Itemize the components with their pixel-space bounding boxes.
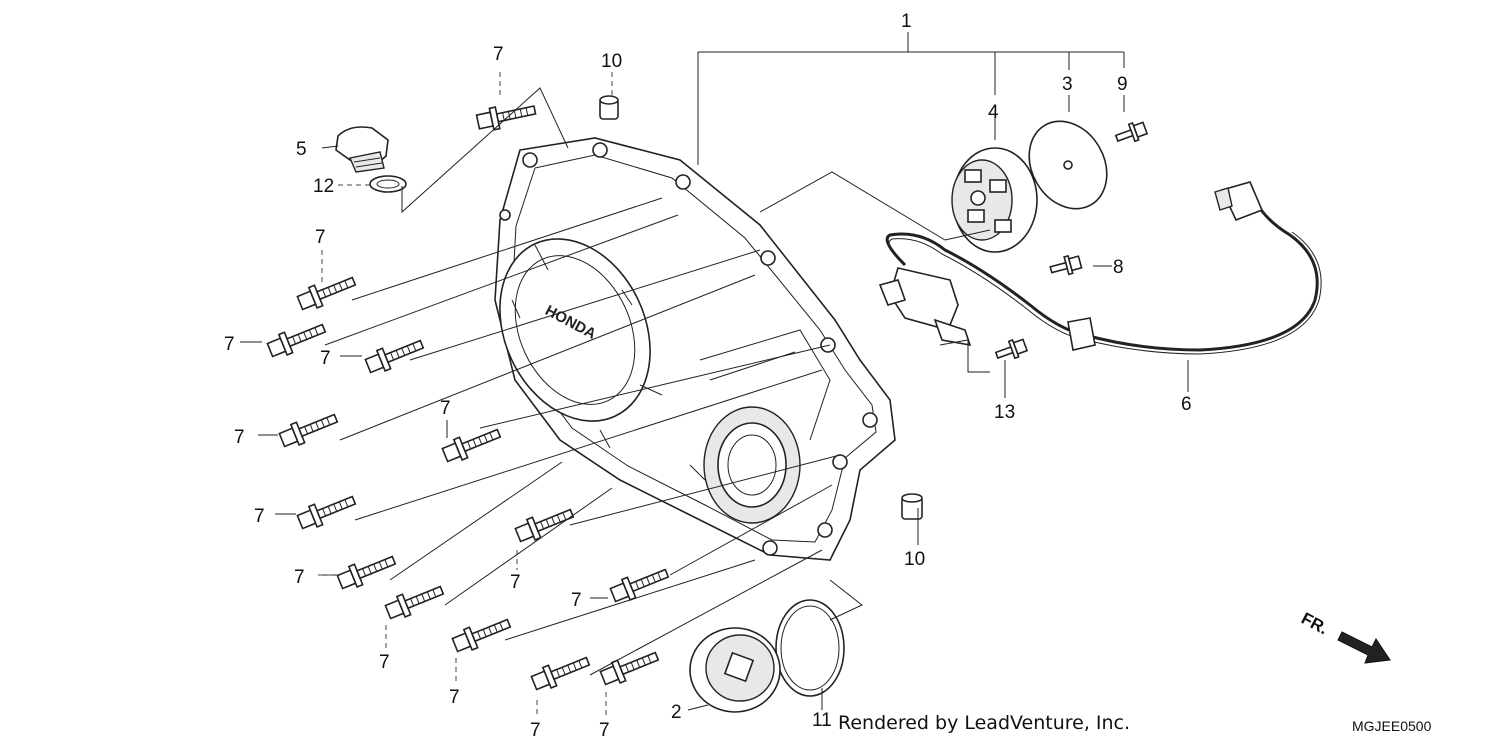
engine-side-cover: HONDA [494,137,896,561]
callout-2: 2 [671,702,682,723]
front-direction-label: FR. [1298,609,1331,639]
callout-7: 7 [234,427,245,448]
callout-7: 7 [315,227,326,248]
callout-7: 7 [254,506,265,527]
pulser-rotor [951,147,1038,253]
callout-3: 3 [1062,74,1073,95]
callout-7: 7 [449,687,460,708]
callout-11: 11 [812,710,832,731]
callout-7: 7 [530,720,541,741]
callout-1: 1 [901,11,912,32]
callout-8: 8 [1113,257,1124,278]
callout-7: 7 [440,398,451,419]
callout-5: 5 [296,139,307,160]
callout-7: 7 [379,652,390,673]
callout-7: 7 [571,590,582,611]
callout-9: 9 [1117,74,1128,95]
callout-4: 4 [988,102,999,123]
dowel-pins [599,95,923,520]
front-arrow-icon [1337,631,1391,664]
callout-10-bottom: 10 [904,549,925,570]
o-ring-12 [369,175,407,193]
callout-7: 7 [224,334,235,355]
front-direction-indicator: FR. [1298,609,1391,664]
callout-labels: 1 2 3 4 5 6 8 9 10 10 11 12 13 7 7 7 7 7… [224,11,1192,741]
callout-7: 7 [493,44,504,65]
bolt-8 [1047,252,1084,280]
callout-6: 6 [1181,394,1192,415]
o-ring-11 [775,599,845,697]
callout-10-top: 10 [601,51,622,72]
callout-12: 12 [313,176,334,197]
screw-9 [1112,118,1149,148]
callout-7: 7 [510,572,521,593]
pulse-generator-harness [878,181,1322,355]
callout-7: 7 [320,348,331,369]
render-credit: Rendered by LeadVenture, Inc. [838,712,1131,734]
bolt-13 [992,335,1029,365]
callout-7: 7 [294,567,305,588]
oil-filler-cap [335,126,389,173]
callout-13: 13 [994,402,1015,423]
leader-lines [240,32,1189,718]
timing-hole-cap [689,627,781,713]
callout-7: 7 [599,720,610,741]
diagram-code: MGJEE0500 [1352,718,1432,734]
